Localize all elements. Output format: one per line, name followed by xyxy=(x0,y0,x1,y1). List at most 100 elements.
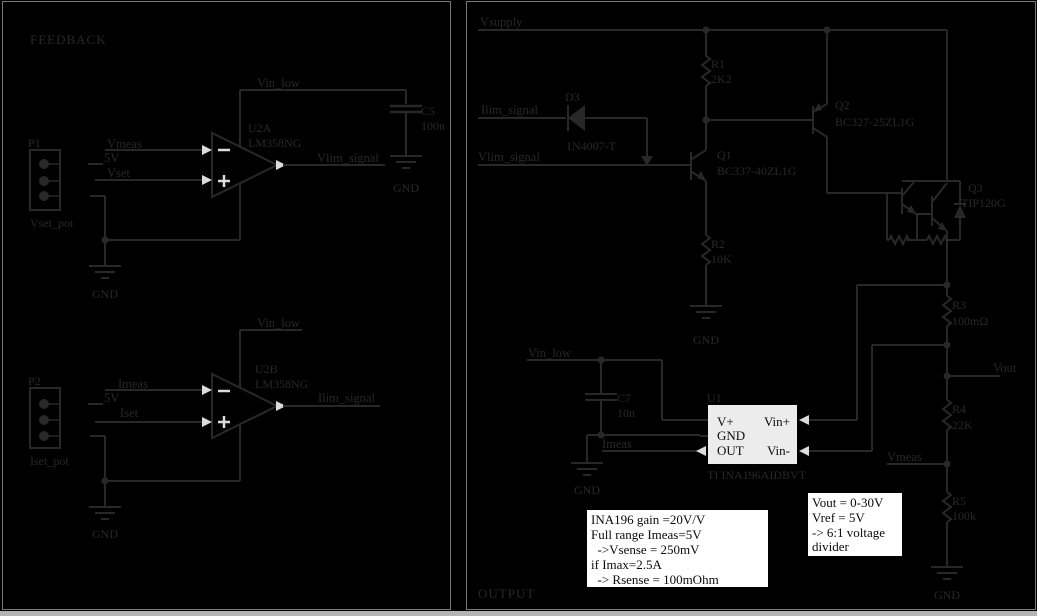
resistor-r2-value: 10K xyxy=(711,252,732,266)
gnd-label: GND xyxy=(934,588,960,602)
wire-vin-low-u1[interactable] xyxy=(527,359,700,421)
note-line: ->Vsense = 250mV xyxy=(591,542,700,557)
opamp-output-arrow-icon xyxy=(276,160,286,170)
capacitor-c7-value: 10n xyxy=(617,406,635,420)
transistor-q3-resistor-rail xyxy=(886,193,960,241)
opamp-plus-glyph xyxy=(218,416,230,428)
note-divider-box xyxy=(808,493,902,556)
resistor-r2[interactable]: R2 10K xyxy=(700,234,732,305)
opamp-input-arrow-icon xyxy=(202,385,212,395)
horizontal-scrollbar[interactable] xyxy=(0,611,1037,616)
wire-vsupply-rail[interactable] xyxy=(478,29,948,181)
wire-sense-plus[interactable] xyxy=(808,284,947,421)
diode-d3-ref: D3 xyxy=(565,90,580,104)
wire-c7-gnd-u1[interactable] xyxy=(586,434,700,462)
resistor-r3[interactable]: R3 100mΩ xyxy=(941,285,988,345)
wire-p2-gnd-branch[interactable] xyxy=(90,424,241,506)
opamp-u2a-part: LM358NG xyxy=(248,136,302,150)
capacitor-c5[interactable]: C5 100n xyxy=(390,104,445,155)
connector-p1[interactable]: P1 Vset_pot xyxy=(28,136,74,230)
note-line: Vref = 5V xyxy=(812,510,865,525)
feedback-section: FEEDBACK P1 Vset_pot Vmeas 5V Vset GND xyxy=(28,32,445,541)
transistor-q1-ref: Q1 xyxy=(717,148,732,162)
resistor-r3-zigzag xyxy=(941,295,953,327)
net-label-imeas[interactable]: Imeas xyxy=(602,437,632,451)
net-label-ilim-signal[interactable]: Ilim_signal xyxy=(318,391,375,405)
gnd-symbol-p1[interactable]: GND xyxy=(89,265,121,301)
ic-u1-ref: U1 xyxy=(707,391,722,405)
transistor-q3-emitter-arrow xyxy=(938,222,947,231)
connector-p2[interactable]: P2 Iset_pot xyxy=(28,374,69,468)
net-label-vmeas[interactable]: Vmeas xyxy=(107,137,142,151)
net-label-vin-low[interactable]: Vin_low xyxy=(528,346,571,360)
opamp-u2b[interactable]: U2B LM358NG xyxy=(202,330,309,481)
ic-u1-pin-vinp: Vin+ xyxy=(764,414,790,429)
note-line: INA196 gain =20V/V xyxy=(591,512,706,527)
resistor-r1[interactable]: R1 2K2 xyxy=(700,30,732,120)
net-label-vlim-signal[interactable]: Vlim_signal xyxy=(317,151,379,165)
resistor-r2-ref: R2 xyxy=(711,237,725,251)
transistor-q2[interactable]: Q2 BC327-25ZL1G xyxy=(812,30,915,194)
capacitor-c7[interactable]: C7 10n xyxy=(585,360,635,435)
opamp-input-arrow-icon xyxy=(202,175,212,185)
opamp-input-arrow-icon xyxy=(202,145,212,155)
opamp-u2b-triangle xyxy=(211,372,280,440)
net-label-5v[interactable]: 5V xyxy=(104,391,119,405)
transistor-q1[interactable]: Q1 BC337-40ZL1G xyxy=(690,120,797,235)
wire-sense-minus[interactable] xyxy=(808,344,947,452)
net-label-vout[interactable]: Vout xyxy=(993,361,1017,375)
opamp-u2b-part: LM358NG xyxy=(255,377,309,391)
gnd-symbol-c5[interactable]: GND xyxy=(390,155,422,195)
opamp-input-arrow-icon xyxy=(202,417,212,427)
gnd-symbol-p2[interactable]: GND xyxy=(89,506,121,541)
opamp-u2a-ref: U2A xyxy=(248,121,272,135)
wire-p1-gnd-branch[interactable] xyxy=(90,184,241,265)
gnd-flag xyxy=(390,155,422,169)
opamp-output-arrow-icon xyxy=(276,401,286,411)
resistor-r5[interactable]: R5 100k xyxy=(941,491,976,566)
ic-u1-out-arrow-icon xyxy=(696,446,706,456)
note-ina196[interactable]: INA196 gain =20V/V Full range Imeas=5V -… xyxy=(587,510,768,587)
transistor-q3[interactable]: Q3 TIP120G xyxy=(886,180,1006,285)
net-label-vmeas[interactable]: Vmeas xyxy=(887,450,922,464)
gnd-symbol-r5[interactable]: GND xyxy=(931,566,963,602)
net-label-vin-low[interactable]: Vin_low xyxy=(257,76,300,90)
ic-u1-pin-out: OUT xyxy=(717,443,744,458)
note-line: Full range Imeas=5V xyxy=(591,527,702,542)
connector-p2-value: Iset_pot xyxy=(30,454,69,468)
net-label-5v[interactable]: 5V xyxy=(104,151,119,165)
resistor-r3-ref: R3 xyxy=(952,298,966,312)
net-label-ilim-signal[interactable]: Ilim_signal xyxy=(481,103,538,117)
transistor-q1-value: BC337-40ZL1G xyxy=(717,164,797,178)
gnd-flag xyxy=(89,506,121,520)
opamp-u2a[interactable]: U2A LM358NG xyxy=(202,90,302,240)
net-label-vsupply[interactable]: Vsupply xyxy=(480,15,523,29)
gnd-label: GND xyxy=(92,287,118,301)
connector-p2-body xyxy=(29,387,61,449)
gnd-symbol-r2[interactable]: GND xyxy=(690,305,722,347)
net-label-vlim-signal[interactable]: Vlim_signal xyxy=(478,150,540,164)
net-label-imeas[interactable]: Imeas xyxy=(118,377,148,391)
transistor-q3-emitter-arrow xyxy=(907,205,916,214)
wire-vin-low-c5[interactable] xyxy=(240,89,407,104)
note-ina196-box xyxy=(587,510,768,587)
ic-u1-left-pin-stubs xyxy=(700,419,708,437)
resistor-r4-ref: R4 xyxy=(952,402,966,416)
net-label-vin-low[interactable]: Vin_low xyxy=(257,316,300,330)
opamp-u2a-triangle xyxy=(211,131,280,199)
net-label-vset[interactable]: Vset xyxy=(107,166,130,180)
gnd-flag xyxy=(931,566,963,580)
gnd-symbol-c7[interactable]: GND xyxy=(571,462,603,497)
transistor-q3-resistor2 xyxy=(926,233,948,247)
diode-d3-value: 1N4007-T xyxy=(566,139,617,153)
note-divider[interactable]: Vout = 0-30V Vref = 5V -> 6:1 voltage di… xyxy=(808,493,902,556)
transistor-q2-value: BC327-25ZL1G xyxy=(835,115,915,129)
diode-d3[interactable]: D3 1N4007-T xyxy=(565,90,653,166)
resistor-r4[interactable]: R4 22K xyxy=(941,399,973,492)
net-label-iset[interactable]: Iset xyxy=(120,406,139,420)
ic-u1-ina196[interactable]: V+ GND OUT Vin+ Vin- U1 TI INA196AIDBVT xyxy=(696,391,809,482)
ic-u1-body xyxy=(708,405,797,464)
connector-p2-ref: P2 xyxy=(28,374,41,388)
